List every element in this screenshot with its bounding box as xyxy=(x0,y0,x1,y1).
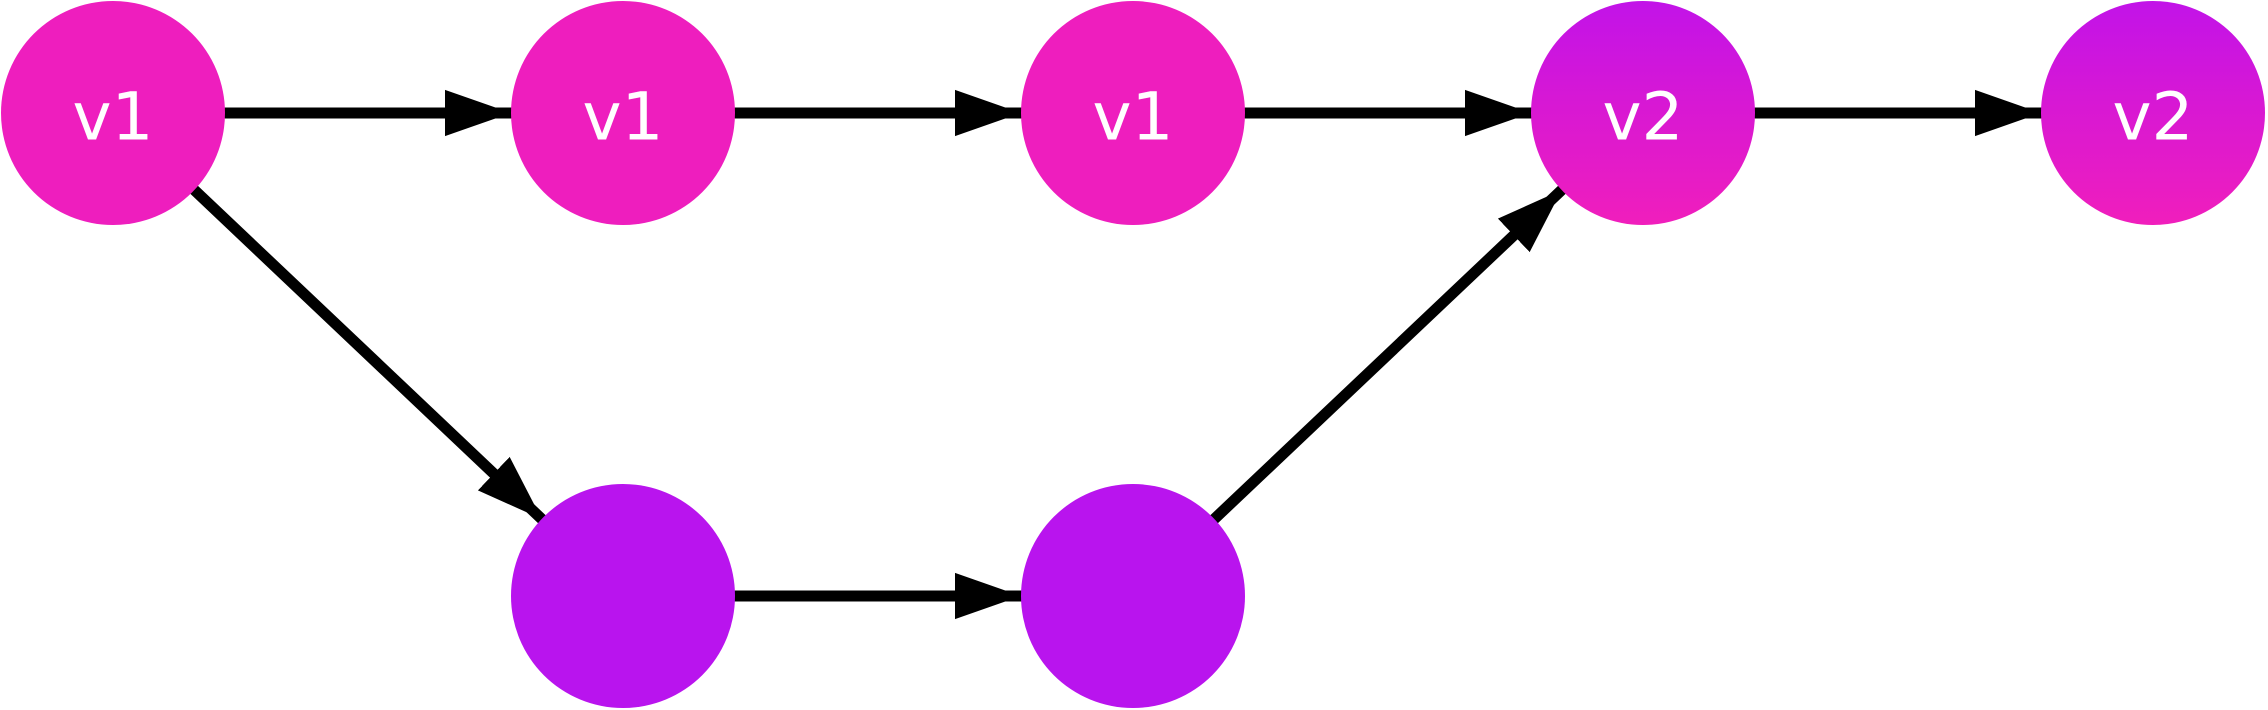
node-circle xyxy=(1531,1,1755,225)
node-n1: v1 xyxy=(511,1,735,225)
node-label: v1 xyxy=(582,79,663,156)
node-b1 xyxy=(511,484,735,708)
edge-arrow-n0-b1 xyxy=(188,184,548,525)
node-circle xyxy=(1021,1,1245,225)
node-label: v1 xyxy=(1092,79,1173,156)
node-circle xyxy=(1021,484,1245,708)
node-circle xyxy=(1,1,225,225)
node-circle xyxy=(2041,1,2265,225)
node-circle xyxy=(511,1,735,225)
node-circle xyxy=(511,484,735,708)
node-label: v1 xyxy=(72,79,153,156)
edge-arrow-b2-n3 xyxy=(1208,184,1568,525)
node-label: v2 xyxy=(2112,79,2193,156)
node-n2: v1 xyxy=(1021,1,1245,225)
node-n0: v1 xyxy=(1,1,225,225)
node-b2 xyxy=(1021,484,1245,708)
node-n3: v2 xyxy=(1531,1,1755,225)
node-label: v2 xyxy=(1602,79,1683,156)
node-n4: v2 xyxy=(2041,1,2265,225)
